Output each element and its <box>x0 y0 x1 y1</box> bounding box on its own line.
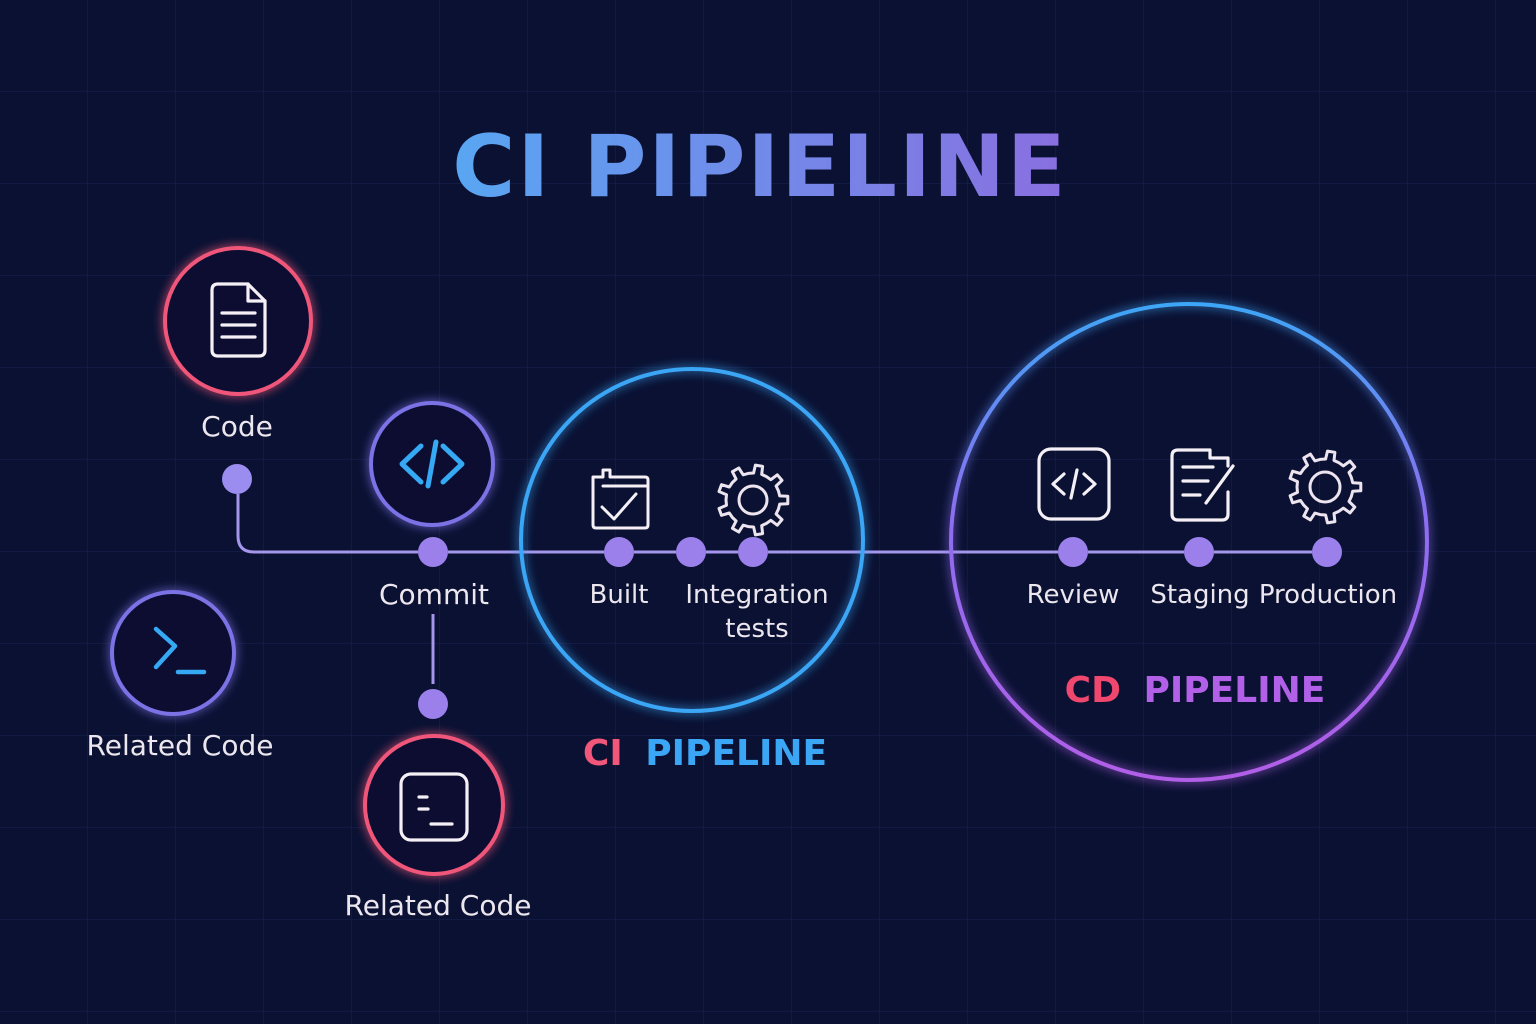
calendar-check-icon <box>591 468 650 530</box>
node-commit[interactable]: Commit <box>369 401 495 611</box>
cd-pipeline-ring <box>949 302 1429 782</box>
related-code-left-label: Related Code <box>87 729 274 762</box>
cd-pipeline-label: CD PIPELINE <box>1065 670 1326 711</box>
ci-intermediate-dot[interactable] <box>676 537 706 567</box>
code-brackets-icon <box>399 439 465 489</box>
code-connector-dot[interactable] <box>222 464 252 494</box>
terminal-window-icon <box>399 772 469 842</box>
staging-dot[interactable] <box>1184 537 1214 567</box>
production-label: Production <box>1259 580 1397 610</box>
gear-icon <box>1288 449 1363 525</box>
page-title: CI PIPIELINE <box>452 117 1067 217</box>
production-dot[interactable] <box>1312 537 1342 567</box>
built-label: Built <box>590 580 649 610</box>
cd-stage-production[interactable]: Production <box>1259 449 1397 610</box>
gear-hub <box>1308 470 1342 504</box>
ci-stage-integration-tests[interactable]: Integration tests <box>685 463 829 644</box>
integration-tests-dot[interactable] <box>738 537 768 567</box>
document-icon <box>210 282 267 358</box>
integration-tests-label-line2: tests <box>725 614 788 644</box>
ci-stage-built[interactable]: Built <box>590 468 650 610</box>
related-code-bottom-ring <box>363 734 505 876</box>
staging-label: Staging <box>1150 580 1249 610</box>
node-related-code-left[interactable]: Related Code <box>87 590 274 762</box>
review-label: Review <box>1027 580 1120 610</box>
node-related-code-bottom[interactable]: Related Code <box>345 734 532 922</box>
cd-pipeline-label-prefix: CD <box>1065 670 1121 711</box>
commit-branch-dot[interactable] <box>418 689 448 719</box>
ci-pipeline-ring <box>519 367 865 713</box>
connector-lines <box>236 494 1312 684</box>
code-box-icon <box>1037 447 1111 521</box>
ci-pipeline-label-suffix: PIPELINE <box>645 733 827 774</box>
commit-dot[interactable] <box>418 537 448 567</box>
commit-label: Commit <box>379 578 489 611</box>
gear-outline <box>717 463 790 537</box>
node-code[interactable]: Code <box>163 246 313 443</box>
ci-pipeline-label: CI PIPELINE <box>583 733 827 774</box>
integration-tests-label-line1: Integration <box>685 580 828 610</box>
code-label: Code <box>201 410 273 443</box>
review-dot[interactable] <box>1058 537 1088 567</box>
cd-pipeline-label-suffix: PIPELINE <box>1144 670 1326 711</box>
related-code-bottom-label: Related Code <box>345 889 532 922</box>
cd-stage-review[interactable]: Review <box>1027 447 1120 610</box>
built-dot[interactable] <box>604 537 634 567</box>
code-to-commit-line <box>236 494 418 554</box>
cd-stage-staging[interactable]: Staging <box>1150 448 1250 610</box>
gear-icon <box>717 463 790 537</box>
code-ring <box>163 246 313 396</box>
gear-outline <box>1288 449 1363 525</box>
ci-pipeline-label-prefix: CI <box>583 733 623 774</box>
document-edit-icon <box>1170 448 1235 522</box>
gear-hub <box>737 484 769 516</box>
terminal-prompt-icon <box>153 626 207 675</box>
related-code-left-ring <box>110 590 236 716</box>
